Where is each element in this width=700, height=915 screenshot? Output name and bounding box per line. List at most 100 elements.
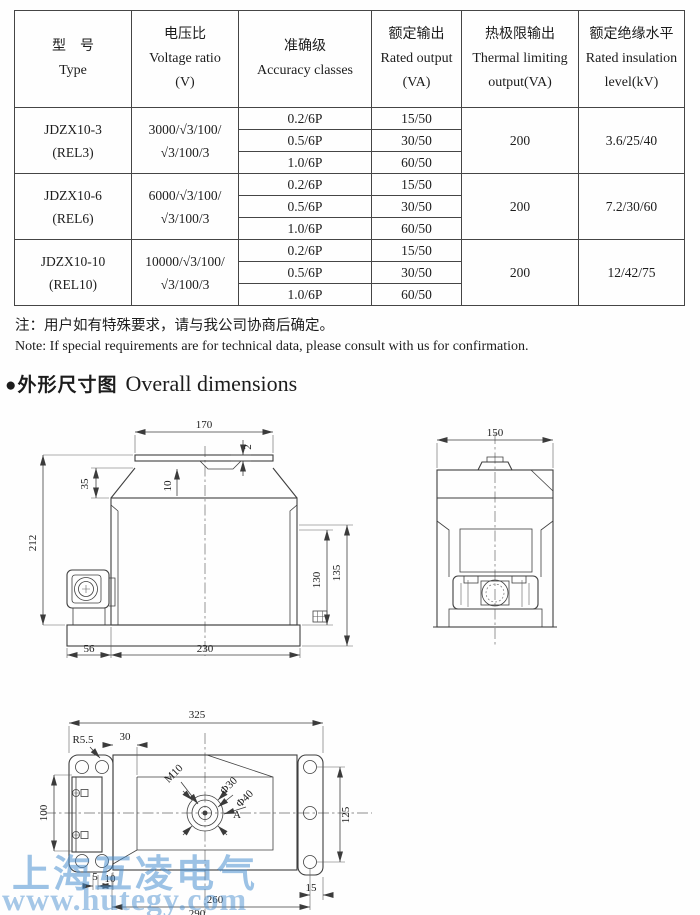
cell-output: 30/50 [371, 261, 462, 284]
dim-label-2: 2 [242, 444, 254, 450]
header-sub: output(VA) [488, 75, 552, 90]
dim-label-135: 135 [331, 564, 343, 581]
header-sub: (VA) [402, 75, 431, 90]
dim-label-230: 230 [197, 643, 214, 655]
watermark-company-name: 上海互凌电气 [12, 854, 259, 896]
header-en: Type [59, 63, 87, 78]
cell-voltage-ratio: 10000/√3/100/ √3/100/3 [131, 239, 239, 306]
watermark-website: www.hutegy.com [2, 881, 248, 915]
type-line1: JDZX10-6 [44, 187, 102, 203]
dim-label-290: 290 [189, 908, 206, 915]
dim-label-phi30: Φ30 [218, 775, 240, 797]
cell-accuracy: 0.5/6P [238, 129, 372, 152]
header-cn: 电压比 [164, 27, 206, 42]
type-line2: (REL6) [52, 210, 94, 226]
top-view-drawing: 325 R5.5 30 M10 Φ30 Φ40 A 100 125 15 [40, 709, 372, 915]
note-english: Note: If special requirements are for te… [15, 339, 529, 354]
cell-thermal: 200 [461, 107, 579, 174]
cell-accuracy: 0.2/6P [238, 173, 372, 196]
dim-label-30: 30 [120, 731, 132, 743]
table-row: JDZX10-6 (REL6) 6000/√3/100/ √3/100/3 0.… [14, 173, 685, 240]
cell-voltage-ratio: 3000/√3/100/ √3/100/3 [131, 107, 239, 174]
cell-insulation: 7.2/30/60 [578, 173, 685, 240]
header-en: Rated insulation [585, 51, 678, 66]
ratio-line2: √3/100/3 [160, 276, 210, 292]
section-title-cn: ●外形尺寸图 [5, 375, 118, 396]
dim-label-212: 212 [27, 535, 39, 552]
header-cn: 准确级 [284, 39, 326, 54]
ratio-line1: 6000/√3/100/ [148, 187, 222, 203]
cell-thermal: 200 [461, 173, 579, 240]
cell-accuracy: 1.0/6P [238, 151, 372, 174]
cell-voltage-ratio: 6000/√3/100/ √3/100/3 [131, 173, 239, 240]
ratio-line1: 3000/√3/100/ [148, 121, 222, 137]
dim-label-10: 10 [105, 873, 117, 885]
cell-accuracy: 0.5/6P [238, 195, 372, 218]
end-view-geometry [433, 433, 557, 647]
end-view-drawing: 150 [433, 427, 557, 647]
header-en: Voltage ratio [149, 51, 221, 66]
section-title-en: Overall dimensions [125, 371, 298, 396]
cell-output: 15/50 [371, 173, 462, 196]
cell-accuracy: 0.5/6P [238, 261, 372, 284]
header-en: Accuracy classes [256, 63, 353, 78]
header-cn: 型 号 [52, 39, 94, 54]
type-line1: JDZX10-3 [44, 121, 102, 137]
col-header-thermal-output: 热极限输出 Thermal limiting output(VA) [461, 10, 579, 108]
type-line1: JDZX10-10 [40, 253, 106, 269]
type-line2: (REL10) [49, 276, 97, 292]
dim-label-phi40: Φ40 [234, 788, 256, 810]
cell-type: JDZX10-10 (REL10) [14, 239, 132, 306]
dim-label-10: 10 [162, 480, 174, 492]
dim-label-170: 170 [196, 419, 213, 431]
table-row: JDZX10-3 (REL3) 3000/√3/100/ √3/100/3 0.… [14, 107, 685, 174]
cell-output: 60/50 [371, 217, 462, 240]
cell-thermal: 200 [461, 239, 579, 306]
table-row: 0.5/6P 30/50 [15, 195, 685, 218]
dim-label-56: 56 [84, 643, 96, 655]
table-row: JDZX10-10 (REL10) 10000/√3/100/ √3/100/3… [14, 239, 685, 306]
dim-label-a: A [233, 809, 241, 821]
col-header-rated-output: 额定输出 Rated output (VA) [371, 10, 462, 108]
col-header-accuracy: 准确级 Accuracy classes [238, 10, 372, 108]
note-chinese: 注：用户如有特殊要求，请与我公司协商后确定。 [15, 318, 334, 334]
header-sub: (V) [175, 75, 195, 90]
front-view-dimensions: 170 2 35 10 212 130 135 56 230 [27, 419, 353, 658]
cell-output: 30/50 [371, 195, 462, 218]
table-header-row: 型 号 Type 电压比 Voltage ratio (V) 准确级 Accur… [14, 10, 685, 108]
header-cn: 额定输出 [388, 27, 445, 42]
dim-label-5: 5 [92, 871, 98, 883]
dim-label-100: 100 [40, 804, 50, 821]
header-cn: 热极限输出 [485, 27, 555, 42]
dim-label-325: 325 [189, 709, 206, 721]
type-line2: (REL3) [52, 144, 94, 160]
col-header-insulation: 额定绝缘水平 Rated insulation level(kV) [578, 10, 685, 108]
dim-label-35: 35 [79, 478, 91, 490]
col-header-voltage-ratio: 电压比 Voltage ratio (V) [131, 10, 239, 108]
cell-output: 15/50 [371, 239, 462, 262]
cell-accuracy: 1.0/6P [238, 217, 372, 240]
cell-accuracy: 0.2/6P [238, 107, 372, 130]
top-view-geometry [45, 733, 372, 913]
cell-output: 60/50 [371, 151, 462, 174]
table-row: 1.0/6P 60/50 [15, 283, 685, 306]
cell-insulation: 12/42/75 [578, 239, 685, 306]
dim-label-150: 150 [487, 427, 504, 439]
table-row: 0.5/6P 30/50 [15, 261, 685, 284]
cell-accuracy: 1.0/6P [238, 283, 372, 306]
ratio-line1: 10000/√3/100/ [145, 253, 225, 269]
cell-output: 15/50 [371, 107, 462, 130]
ratio-line2: √3/100/3 [160, 144, 210, 160]
dim-label-130: 130 [311, 571, 323, 588]
dim-label-m10: M10 [162, 762, 186, 786]
header-cn: 额定绝缘水平 [589, 27, 674, 42]
cell-accuracy: 0.2/6P [238, 239, 372, 262]
cell-output: 30/50 [371, 129, 462, 152]
spec-table: 型 号 Type 电压比 Voltage ratio (V) 准确级 Accur… [14, 10, 685, 306]
ratio-line2: √3/100/3 [160, 210, 210, 226]
cell-type: JDZX10-6 (REL6) [14, 173, 132, 240]
cell-insulation: 3.6/25/40 [578, 107, 685, 174]
section-heading: ●外形尺寸图 Overall dimensions [5, 370, 297, 397]
header-sub: level(kV) [604, 75, 659, 90]
